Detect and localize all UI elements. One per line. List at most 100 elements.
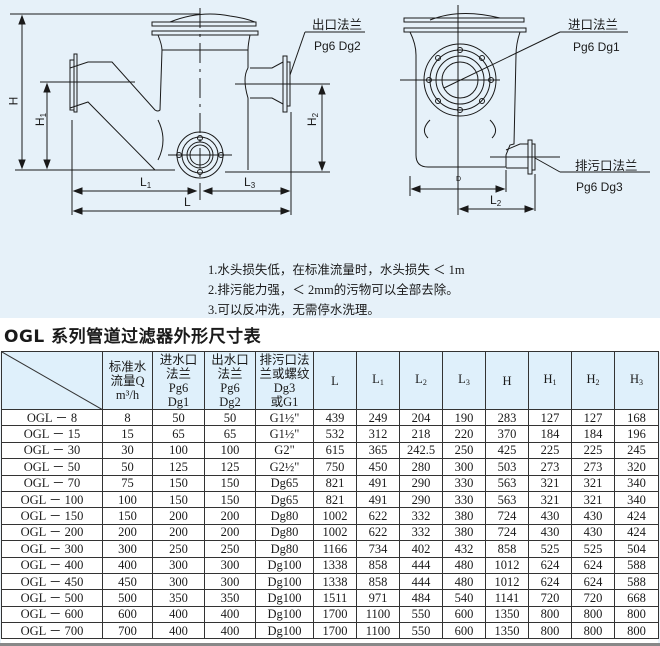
feature-notes: 1.水头损失低，在标准流量时，水头损失 ＜ 1m 2.排污能力强，＜ 2mm的污… [208, 260, 465, 320]
cell-flow: 450 [102, 572, 153, 591]
cell-drain-dg3: Dg100 [255, 589, 314, 607]
title-bar [0, 318, 660, 352]
cell-model: OGL － 8 [1, 408, 103, 427]
header-inlet-line3: Pg6 [168, 380, 189, 395]
cell-flow: 400 [102, 556, 153, 574]
header-flow-line3: m³/h [115, 387, 140, 402]
cell-L3: 540 [442, 589, 486, 607]
header-L1-sub: 1 [379, 377, 384, 387]
cell-outlet-dg2: 125 [204, 458, 256, 476]
header-inlet: 进水口 法兰 Pg6 Dg1 [152, 351, 205, 410]
technical-drawing: H H1 H2 L1 L3 L 出口法兰 Pg6 Dg2 进口法兰 Pg6 Dg… [0, 0, 660, 318]
cell-L3: 380 [442, 523, 486, 542]
cell-inlet-dg1: 200 [152, 523, 205, 542]
cell-H: 724 [485, 523, 529, 542]
cell-drain-dg3: G2" [255, 441, 314, 460]
cell-inlet-dg1: 300 [152, 572, 205, 591]
cell-H2: 525 [571, 540, 615, 558]
cell-L1: 312 [356, 425, 400, 443]
header-drain: 排污口法 兰或螺纹 Dg3 或G1 [255, 351, 314, 410]
cell-H3: 245 [614, 441, 659, 460]
cell-L3: 330 [442, 490, 486, 509]
cell-L2: 218 [399, 425, 443, 443]
dim-H2-label: H2 [305, 113, 320, 126]
cell-inlet-dg1: 65 [152, 425, 205, 443]
cell-L1: 491 [356, 474, 400, 492]
cell-H: 503 [485, 458, 529, 476]
dim-L2-main: L [490, 193, 497, 207]
header-H2: H2 [571, 351, 615, 410]
header-inlet-line1: 进水口 [159, 352, 198, 367]
outlet-flange-spec: Pg6 Dg2 [314, 39, 361, 53]
cell-L: 1166 [313, 540, 357, 558]
cell-L1: 249 [356, 408, 400, 427]
inlet-flange-label: 进口法兰 [568, 18, 619, 32]
header-H3: H3 [614, 351, 659, 410]
cell-H1: 430 [528, 523, 572, 542]
cell-flow: 75 [102, 474, 153, 492]
cell-model: OGL － 450 [1, 572, 103, 591]
cell-L1: 971 [356, 589, 400, 607]
cell-inlet-dg1: 400 [152, 605, 205, 624]
cell-drain-dg3: Dg80 [255, 523, 314, 542]
header-inlet-line4: Dg1 [167, 394, 190, 409]
cell-H: 563 [485, 490, 529, 509]
dim-L2-label: L2 [490, 193, 501, 208]
cell-L1: 858 [356, 572, 400, 591]
cell-L: 1700 [313, 605, 357, 624]
cell-L2: 484 [399, 589, 443, 607]
dim-H2-sub: 2 [311, 112, 321, 118]
cell-H1: 184 [528, 425, 572, 443]
header-flow-line1: 标准水 [108, 359, 147, 374]
cell-L: 439 [313, 408, 357, 427]
header-H3-main: H [629, 371, 640, 386]
dim-D-label: D [456, 176, 462, 183]
cell-H2: 225 [571, 441, 615, 460]
cell-L3: 330 [442, 474, 486, 492]
table-title: OGL 系列管道过滤器外形尺寸表 [4, 327, 262, 347]
cell-H3: 800 [614, 605, 659, 624]
cell-drain-dg3: Dg100 [255, 622, 314, 640]
header-outlet: 出水口 法兰 Pg6 Dg2 [204, 351, 256, 410]
cell-H1: 127 [528, 408, 572, 427]
cell-H2: 321 [571, 490, 615, 509]
cell-outlet-dg2: 350 [204, 589, 256, 607]
cell-H: 1141 [485, 589, 529, 607]
cell-outlet-dg2: 300 [204, 572, 256, 591]
cell-H: 1350 [485, 622, 529, 640]
cell-H3: 800 [614, 622, 659, 640]
cell-inlet-dg1: 250 [152, 540, 205, 558]
cell-L3: 600 [442, 605, 486, 624]
cell-L1: 450 [356, 458, 400, 476]
header-flow-line2: 流量Q [110, 373, 145, 388]
cell-drain-dg3: Dg100 [255, 605, 314, 624]
cell-outlet-dg2: 250 [204, 540, 256, 558]
cell-flow: 500 [102, 589, 153, 607]
cell-model: OGL － 50 [1, 458, 103, 476]
cell-H2: 273 [571, 458, 615, 476]
cell-inlet-dg1: 125 [152, 458, 205, 476]
cell-H3: 196 [614, 425, 659, 443]
cell-drain-dg3: Dg100 [255, 572, 314, 591]
cell-outlet-dg2: 65 [204, 425, 256, 443]
cell-flow: 700 [102, 622, 153, 640]
cell-H1: 273 [528, 458, 572, 476]
cell-model: OGL － 500 [1, 589, 103, 607]
cell-H1: 720 [528, 589, 572, 607]
cell-L1: 491 [356, 490, 400, 509]
cell-drain-dg3: Dg80 [255, 540, 314, 558]
cell-H1: 800 [528, 605, 572, 624]
cell-H2: 800 [571, 605, 615, 624]
cell-L2: 290 [399, 474, 443, 492]
drain-flange-label: 排污口法兰 [575, 159, 638, 173]
cell-outlet-dg2: 200 [204, 507, 256, 525]
cell-model: OGL － 30 [1, 441, 103, 460]
dim-L3-sub: 3 [250, 181, 256, 190]
cell-L1: 622 [356, 507, 400, 525]
cell-H1: 321 [528, 474, 572, 492]
header-outlet-line4: Dg2 [219, 394, 241, 409]
dim-H1-main: H [33, 117, 48, 127]
